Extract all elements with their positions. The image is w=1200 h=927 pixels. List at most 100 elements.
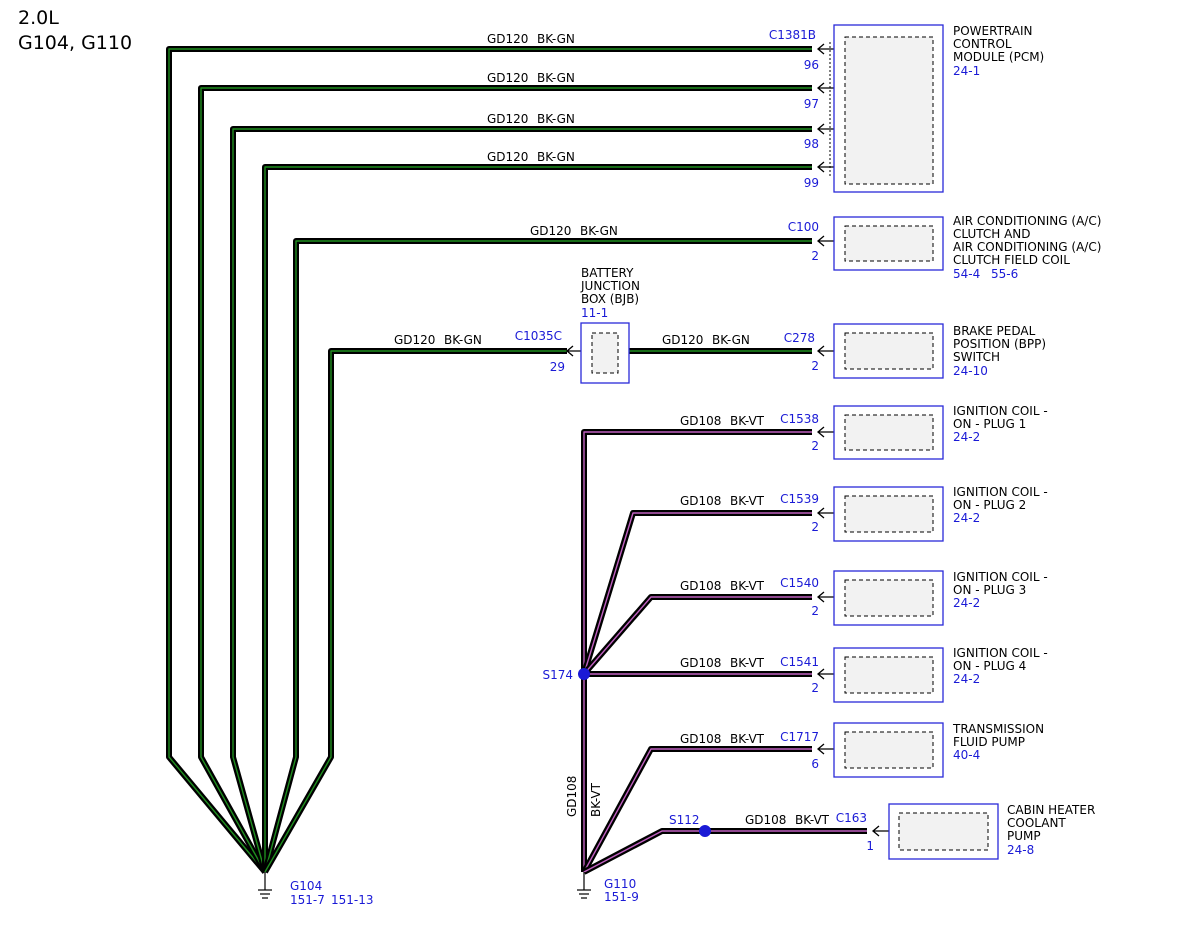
wire-pcm-98[interactable]	[230, 126, 812, 873]
bjb-ref[interactable]: 11-1	[581, 306, 608, 320]
wire-label-circuit: GD108	[565, 776, 579, 817]
header-grounds: G104, G110	[18, 32, 132, 54]
connector-id[interactable]: C100	[788, 220, 819, 234]
ac-name: CLUTCH FIELD COIL	[953, 253, 1070, 267]
pcm-name: CONTROL	[953, 37, 1012, 51]
connector-id[interactable]: C1381B	[769, 28, 816, 42]
wire-ac-clutch[interactable]	[262, 238, 812, 873]
wire-label-color: BK-GN	[444, 333, 482, 347]
bjb-name: JUNCTION	[580, 279, 640, 293]
component-coil1[interactable]	[833, 405, 944, 460]
pin-number: 1	[866, 839, 874, 853]
wire-pcm-97[interactable]	[198, 85, 812, 874]
splice-s174[interactable]: S174	[542, 668, 590, 682]
wires-gd120	[166, 46, 812, 874]
bpp-name: SWITCH	[953, 350, 1000, 364]
arrow-c1540	[816, 591, 836, 603]
arrow-c1381b-99	[816, 161, 836, 173]
ac-ref[interactable]: 55-6	[991, 267, 1018, 281]
pin-number: 97	[804, 97, 819, 111]
ground-g110[interactable]: G110 151-9	[577, 872, 639, 904]
bpp-name: BRAKE PEDAL	[953, 324, 1036, 338]
wire-pcm-96[interactable]	[166, 46, 812, 874]
coil4-ref[interactable]: 24-2	[953, 672, 980, 686]
wire-label-color: BK-GN	[537, 32, 575, 46]
ground-ref[interactable]: 151-9	[604, 890, 639, 904]
pin-number: 2	[811, 681, 819, 695]
wire-coil1[interactable]	[581, 429, 812, 674]
pin-number: 2	[811, 249, 819, 263]
component-tfp[interactable]	[833, 722, 944, 778]
wire-coil3[interactable]	[581, 594, 812, 676]
connector-id[interactable]: C1717	[780, 730, 819, 744]
component-coil4[interactable]	[833, 647, 944, 703]
arrow-c1538	[816, 426, 836, 438]
wire-bjb[interactable]	[262, 348, 567, 874]
component-pcm[interactable]	[829, 24, 944, 193]
connector-id[interactable]: C1540	[780, 576, 819, 590]
wire-label-color: BK-GN	[580, 224, 618, 238]
component-chcp[interactable]	[888, 803, 999, 860]
pcm-name: POWERTRAIN	[953, 24, 1033, 38]
wire-label-color: BK-VT	[730, 414, 765, 428]
component-coil2[interactable]	[833, 486, 944, 542]
component-coil3[interactable]	[833, 570, 944, 626]
connector-id[interactable]: C278	[784, 331, 815, 345]
tfp-ref[interactable]: 40-4	[953, 748, 980, 762]
component-bpp[interactable]	[833, 323, 944, 379]
ground-ref[interactable]: 151-7	[290, 893, 325, 907]
splice-s112[interactable]: S112	[669, 813, 711, 837]
chcp-name: COOLANT	[1007, 816, 1066, 830]
pin-number: 2	[811, 520, 819, 534]
pin-number: 2	[811, 439, 819, 453]
pin-number: 6	[811, 757, 819, 771]
chcp-ref[interactable]: 24-8	[1007, 843, 1034, 857]
coil4-name: ON - PLUG 4	[953, 659, 1026, 673]
connector-id[interactable]: C1539	[780, 492, 819, 506]
wire-label-color: BK-GN	[537, 150, 575, 164]
coil3-ref[interactable]: 24-2	[953, 596, 980, 610]
component-bjb[interactable]	[580, 322, 630, 384]
wire-label-color: BK-VT	[730, 494, 765, 508]
wire-label-circuit: GD108	[745, 813, 786, 827]
wire-coil2[interactable]	[581, 510, 812, 675]
splice-label: S112	[669, 813, 700, 827]
pcm-ref[interactable]: 24-1	[953, 64, 980, 78]
ac-ref[interactable]: 54-4	[953, 267, 980, 281]
arrow-c1381b-98	[816, 123, 836, 135]
ac-name: AIR CONDITIONING (A/C)	[953, 214, 1101, 228]
coil2-name: ON - PLUG 2	[953, 498, 1026, 512]
coil2-ref[interactable]: 24-2	[953, 511, 980, 525]
chcp-name: PUMP	[1007, 829, 1041, 843]
wire-label-circuit: GD120	[487, 32, 528, 46]
ground-icon	[577, 872, 591, 899]
wire-label-circuit: GD108	[680, 494, 721, 508]
ground-g104[interactable]: G104 151-7 151-13	[258, 872, 374, 907]
wire-chcp[interactable]	[582, 828, 867, 875]
wire-label-circuit: GD108	[680, 579, 721, 593]
ac-name: AIR CONDITIONING (A/C)	[953, 240, 1101, 254]
wire-label-circuit: GD120	[394, 333, 435, 347]
component-ac-clutch[interactable]	[833, 216, 944, 271]
arrow-c1381b-96	[816, 43, 836, 55]
wire-label-circuit: GD120	[530, 224, 571, 238]
pin-number: 29	[550, 360, 565, 374]
wires-gd108	[581, 429, 867, 875]
ground-ref[interactable]: 151-13	[331, 893, 374, 907]
connector-id[interactable]: C1538	[780, 412, 819, 426]
coil3-name: IGNITION COIL -	[953, 570, 1048, 584]
ground-name: G110	[604, 877, 636, 891]
connector-id[interactable]: C163	[836, 811, 867, 825]
wire-tfp[interactable]	[581, 746, 812, 874]
connector-labels: C1381B 96 97 98 99 C100 2 C1035C 29 C278…	[515, 28, 874, 853]
bpp-ref[interactable]: 24-10	[953, 364, 988, 378]
coil4-name: IGNITION COIL -	[953, 646, 1048, 660]
wire-labels: GD120 BK-GN GD120 BK-GN GD120 BK-GN GD12…	[394, 32, 830, 827]
pin-number: 2	[811, 359, 819, 373]
arrow-c1539	[816, 507, 836, 519]
wire-pcm-99[interactable]	[262, 164, 812, 872]
pin-number: 98	[804, 137, 819, 151]
connector-id[interactable]: C1035C	[515, 329, 562, 343]
coil1-ref[interactable]: 24-2	[953, 430, 980, 444]
connector-id[interactable]: C1541	[780, 655, 819, 669]
